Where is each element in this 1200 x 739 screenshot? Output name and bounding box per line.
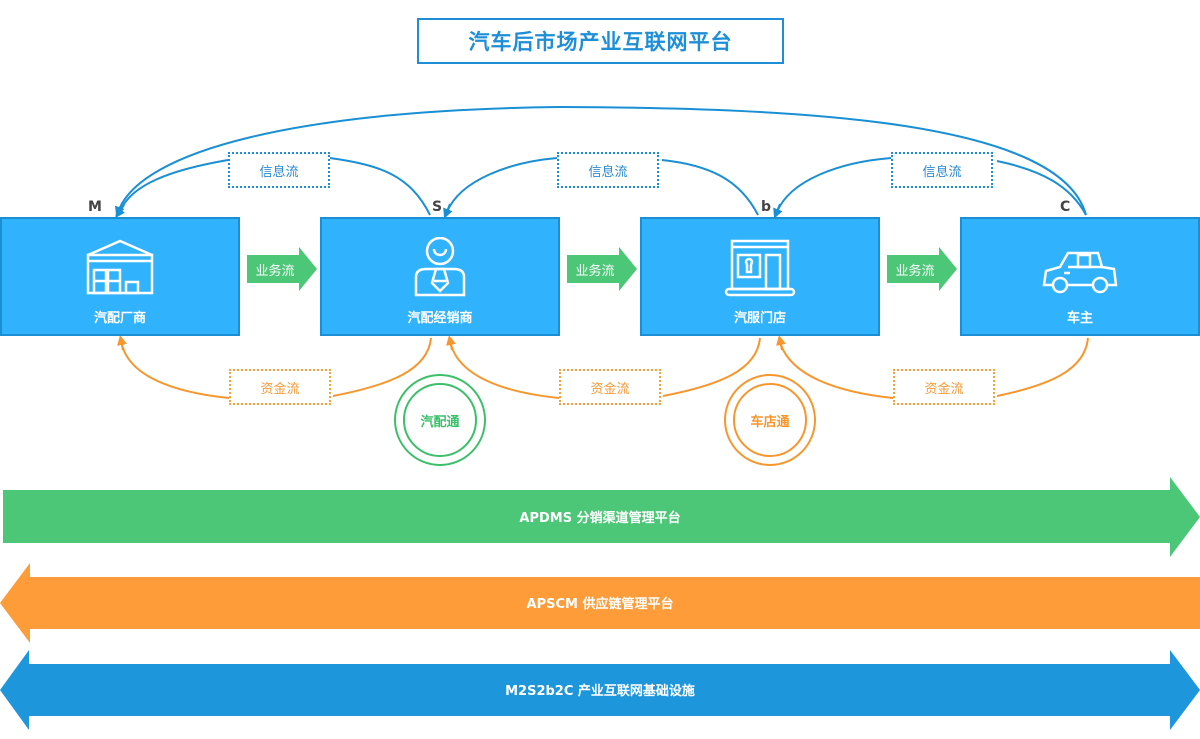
node-code-m: M: [88, 199, 102, 215]
node-service-shop: 汽服门店: [640, 217, 880, 336]
node-code-c: C: [1060, 199, 1071, 215]
badge-label: 汽配通: [403, 383, 477, 457]
platform-m2s2b2c: M2S2b2C 产业互联网基础设施: [0, 650, 1200, 730]
info-arc-c-to-m: [114, 105, 1087, 217]
platform-apscm: APSCM 供应链管理平台: [0, 563, 1200, 643]
repair-shop-icon: [724, 239, 796, 297]
fund-flow-label: 资金流: [229, 369, 331, 405]
fund-arc-c-to-b: [780, 337, 1089, 399]
info-flow-label: 信息流: [557, 152, 659, 188]
fund-arc-b-to-s: [450, 337, 761, 399]
car-icon: [1042, 251, 1118, 294]
badge-qipeitong: 汽配通: [394, 374, 486, 466]
node-parts-manufacturer: 汽配厂商: [0, 217, 240, 336]
fund-arc-s-to-m: [121, 337, 432, 399]
node-code-b: b: [761, 199, 772, 215]
node-parts-dealer: 汽配经销商: [320, 217, 560, 336]
info-flow-label: 信息流: [228, 152, 330, 188]
node-label: 汽服门店: [733, 311, 786, 326]
node-code-s: S: [432, 199, 443, 215]
node-car-owner: 车主: [960, 217, 1200, 336]
platform-arrow-both: [0, 650, 1200, 730]
badge-chedingtong: 车店通: [724, 374, 816, 466]
node-label: 车主: [1066, 311, 1093, 326]
dealer-person-icon: [414, 237, 466, 297]
business-flow-arrow: 业务流: [567, 247, 637, 291]
fund-flow-label: 资金流: [559, 369, 661, 405]
business-flow-arrow: 业务流: [247, 247, 317, 291]
node-label: 汽配经销商: [407, 311, 473, 326]
platform-arrow-left: [0, 563, 1200, 643]
factory-icon: [86, 239, 154, 295]
platform-arrow-right: [3, 477, 1200, 557]
node-label: 汽配厂商: [93, 311, 146, 326]
info-arc-c-to-b: [776, 157, 1087, 216]
info-arc-s-to-m: [119, 157, 431, 216]
business-flow-arrow: 业务流: [887, 247, 957, 291]
fund-flow-label: 资金流: [893, 369, 995, 405]
platform-apdms: APDMS 分销渠道管理平台: [0, 477, 1200, 557]
badge-label: 车店通: [733, 383, 807, 457]
info-flow-label: 信息流: [891, 152, 993, 188]
info-arc-b-to-s: [446, 157, 759, 216]
flow-connectors: [114, 105, 1089, 399]
page-title: 汽车后市场产业互联网平台: [417, 18, 784, 64]
